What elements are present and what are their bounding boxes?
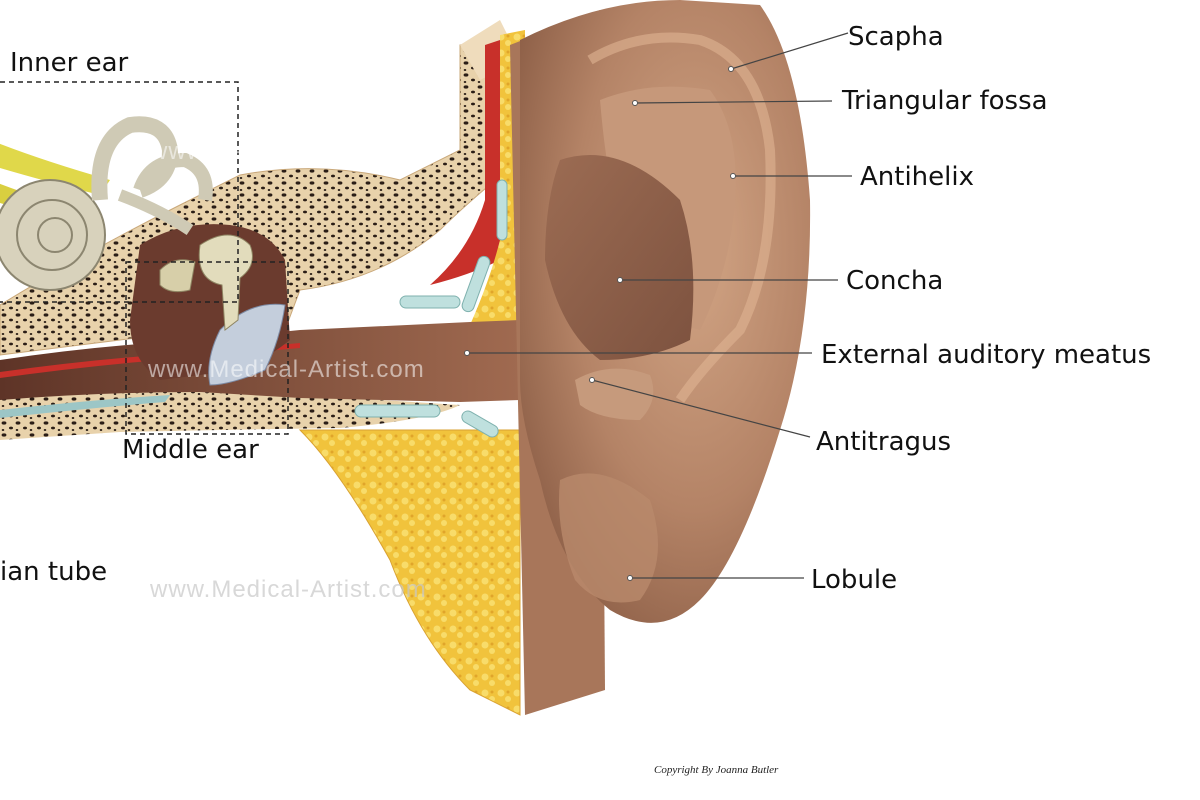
label-lobule: Lobule — [811, 565, 898, 595]
label-scapha: Scapha — [848, 22, 944, 52]
label-antihelix: Antihelix — [860, 162, 974, 192]
watermark-top: www.Medical-Artist.com — [150, 138, 427, 165]
label-inner-ear: Inner ear — [10, 48, 129, 78]
watermark-middle: www.Medical-Artist.com — [148, 356, 425, 383]
label-triangular-fossa: Triangular fossa — [842, 86, 1048, 116]
label-eustachian-tube: ian tube — [0, 557, 108, 587]
label-external-auditory-meatus: External auditory meatus — [821, 340, 1152, 370]
label-antitragus: Antitragus — [816, 427, 952, 457]
label-middle-ear: Middle ear — [122, 435, 259, 465]
copyright-text: Copyright By Joanna Butler — [654, 764, 779, 776]
watermark-bottom: www.Medical-Artist.com — [150, 576, 427, 603]
label-concha: Concha — [846, 266, 944, 296]
